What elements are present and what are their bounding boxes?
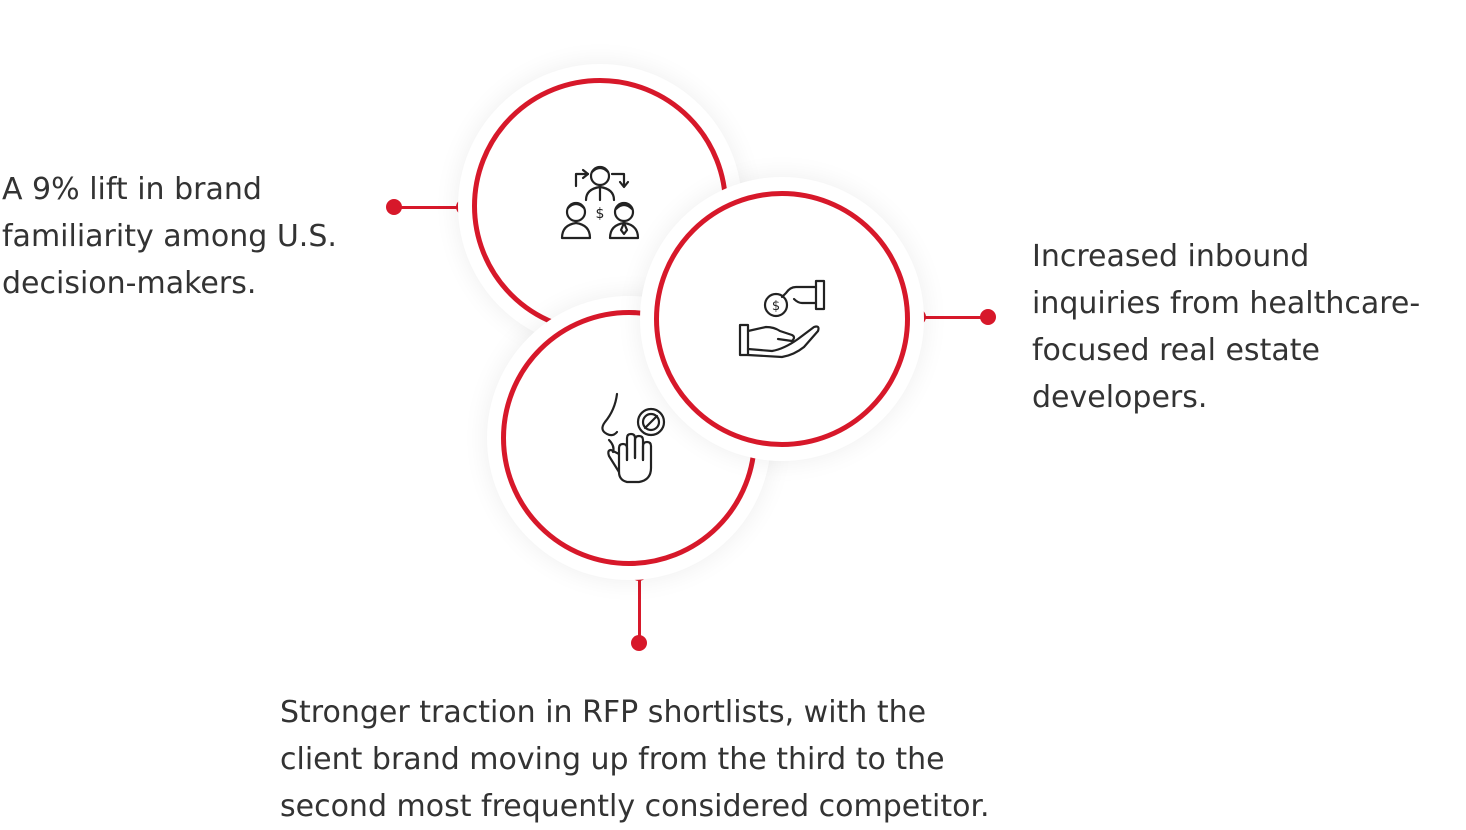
- result-line: client brand moving up from the third to…: [280, 742, 945, 777]
- result-line: developers.: [1032, 380, 1208, 415]
- result-line: Increased inbound: [1032, 239, 1310, 274]
- connector-right-line: [918, 316, 988, 319]
- hand-receiving-coin-icon: $: [732, 269, 832, 369]
- team-exchange-money-icon: $: [550, 156, 650, 256]
- result-line: Stronger traction in RFP shortlists, wit…: [280, 695, 927, 730]
- connector-left-line: [394, 206, 464, 209]
- result-line: decision-makers.: [2, 266, 257, 301]
- circle-top: $: [472, 78, 728, 334]
- nose-hand-block-icon: [579, 388, 679, 488]
- result-brand-familiarity: A 9% lift in brand familiarity among U.S…: [2, 166, 382, 307]
- connector-right-dot-inner: [910, 309, 926, 325]
- result-line: familiarity among U.S.: [2, 219, 337, 254]
- connector-left-dot-outer: [386, 199, 402, 215]
- svg-text:$: $: [772, 299, 780, 314]
- result-inbound-inquiries: Increased inbound inquiries from healthc…: [1032, 233, 1462, 421]
- connector-bottom-dot-inner: [631, 565, 647, 581]
- result-line: A 9% lift in brand: [2, 172, 262, 207]
- connector-bottom-line: [638, 573, 641, 643]
- svg-text:$: $: [596, 206, 605, 222]
- connector-right-dot-outer: [980, 309, 996, 325]
- result-line: focused real estate: [1032, 333, 1320, 368]
- connector-bottom-dot-outer: [631, 635, 647, 651]
- result-line: second most frequently considered compet…: [280, 789, 990, 824]
- circle-right: $: [654, 191, 910, 447]
- result-rfp-traction: Stronger traction in RFP shortlists, wit…: [280, 689, 1280, 830]
- result-line: inquiries from healthcare-: [1032, 286, 1421, 321]
- connector-left-dot-inner: [456, 199, 472, 215]
